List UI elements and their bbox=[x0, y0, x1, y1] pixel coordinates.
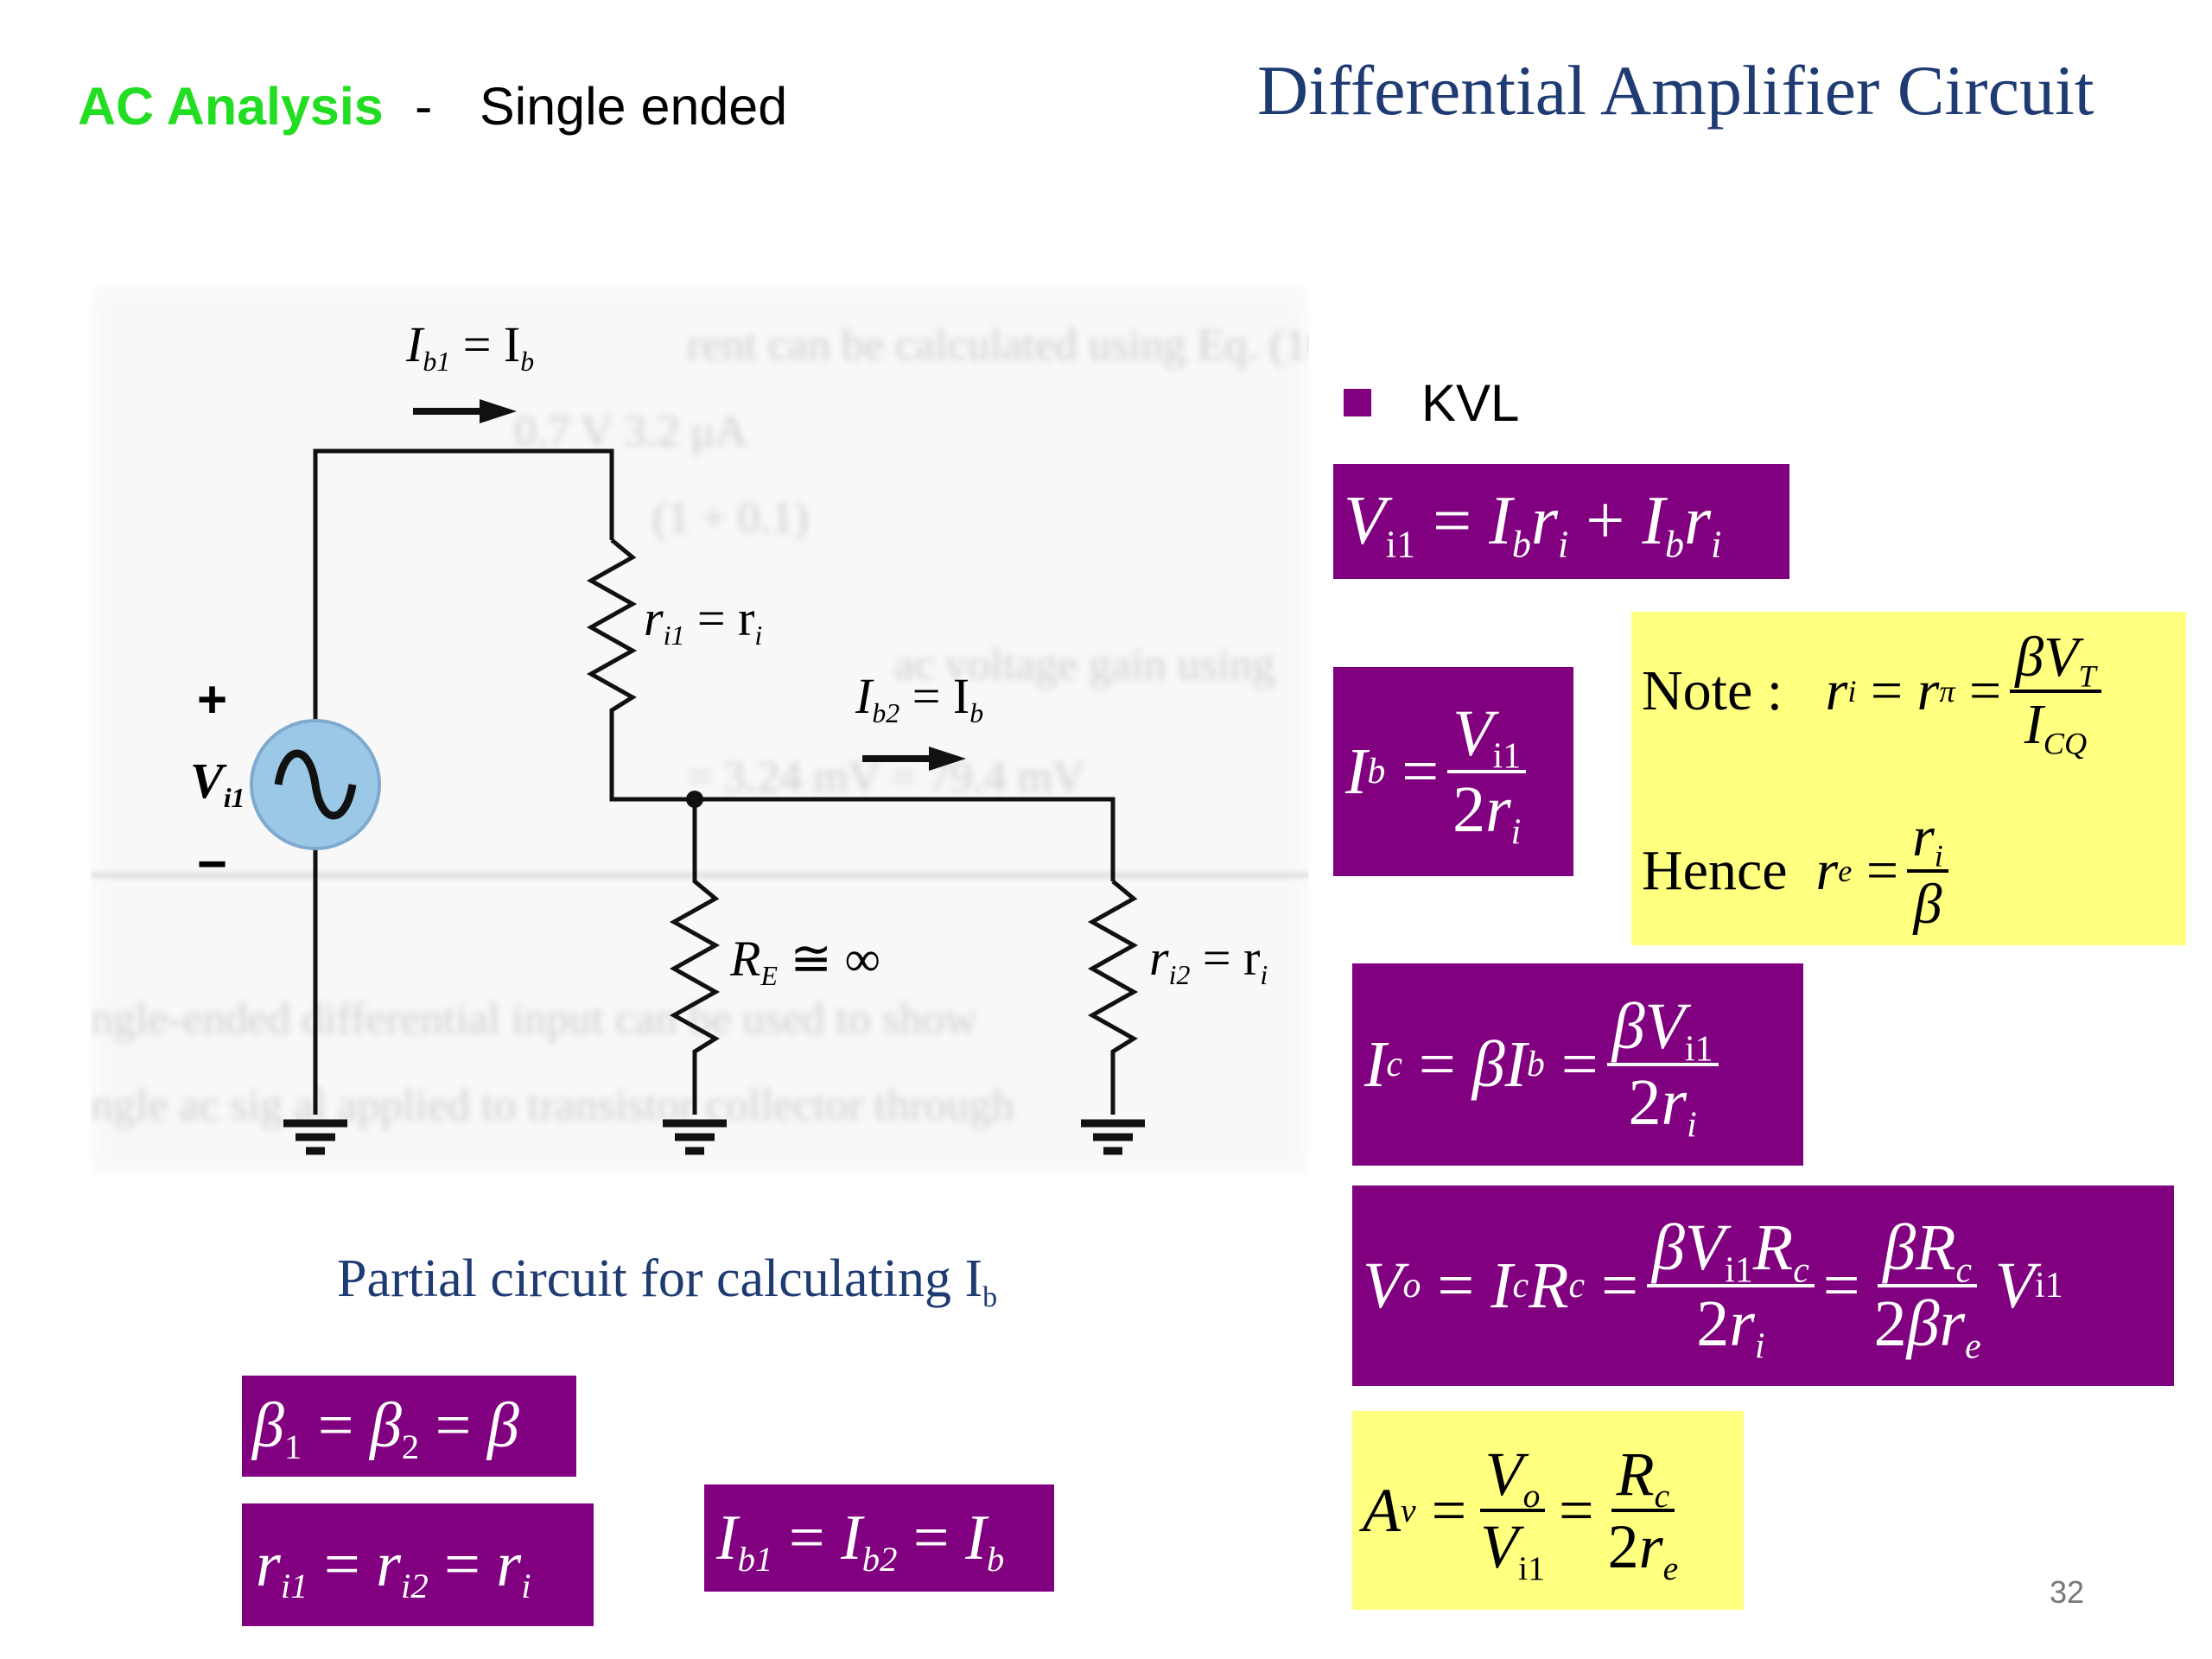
hence-label: Hence bbox=[1642, 839, 1788, 902]
label-re: RE ≅ ∞ bbox=[730, 931, 880, 992]
kvl-label: KVL bbox=[1421, 374, 1520, 432]
source-minus: − bbox=[197, 835, 228, 893]
label-ri2: ri2 = ri bbox=[1149, 930, 1268, 991]
page-number: 32 bbox=[2050, 1574, 2085, 1610]
eq-vi-box: Vi1 = Ibri + Ibri bbox=[1333, 464, 1789, 579]
label-ri1: ri1 = ri bbox=[644, 590, 763, 652]
resistor-ri2 bbox=[1087, 880, 1139, 1115]
junction-dot bbox=[686, 791, 703, 808]
circuit-caption: Partial circuit for calculating Ib bbox=[337, 1249, 998, 1313]
wire-left bbox=[313, 448, 614, 730]
ground-icon bbox=[1081, 1119, 1145, 1155]
slide-title: Differential Amplifier Circuit bbox=[1257, 51, 2094, 130]
arrow-right-icon bbox=[413, 399, 517, 423]
label-ib1: Ib1 = Ib bbox=[406, 316, 535, 378]
resistor-re bbox=[669, 799, 721, 1115]
source-plus: + bbox=[197, 671, 228, 728]
eq-beta-box: β1 = β2 = β bbox=[242, 1376, 576, 1477]
header-ac-analysis: AC Analysis bbox=[78, 77, 384, 136]
label-vi1: Vi1 bbox=[190, 753, 245, 814]
bullet-square-icon bbox=[1344, 389, 1371, 416]
eq-ib-box: Ib1 = Ib2 = Ib bbox=[704, 1484, 1054, 1592]
ground-icon bbox=[663, 1119, 727, 1155]
header-single-ended: Single ended bbox=[480, 77, 788, 136]
eq-r-box: ri1 = ri2 = ri bbox=[242, 1503, 594, 1626]
ground-icon bbox=[283, 1119, 347, 1155]
sine-wave-icon bbox=[274, 749, 357, 820]
note-label: Note : bbox=[1642, 659, 1783, 722]
header-dash: - bbox=[415, 77, 433, 136]
arrow-right-icon bbox=[862, 747, 966, 771]
label-ib2: Ib2 = Ib bbox=[855, 668, 984, 729]
